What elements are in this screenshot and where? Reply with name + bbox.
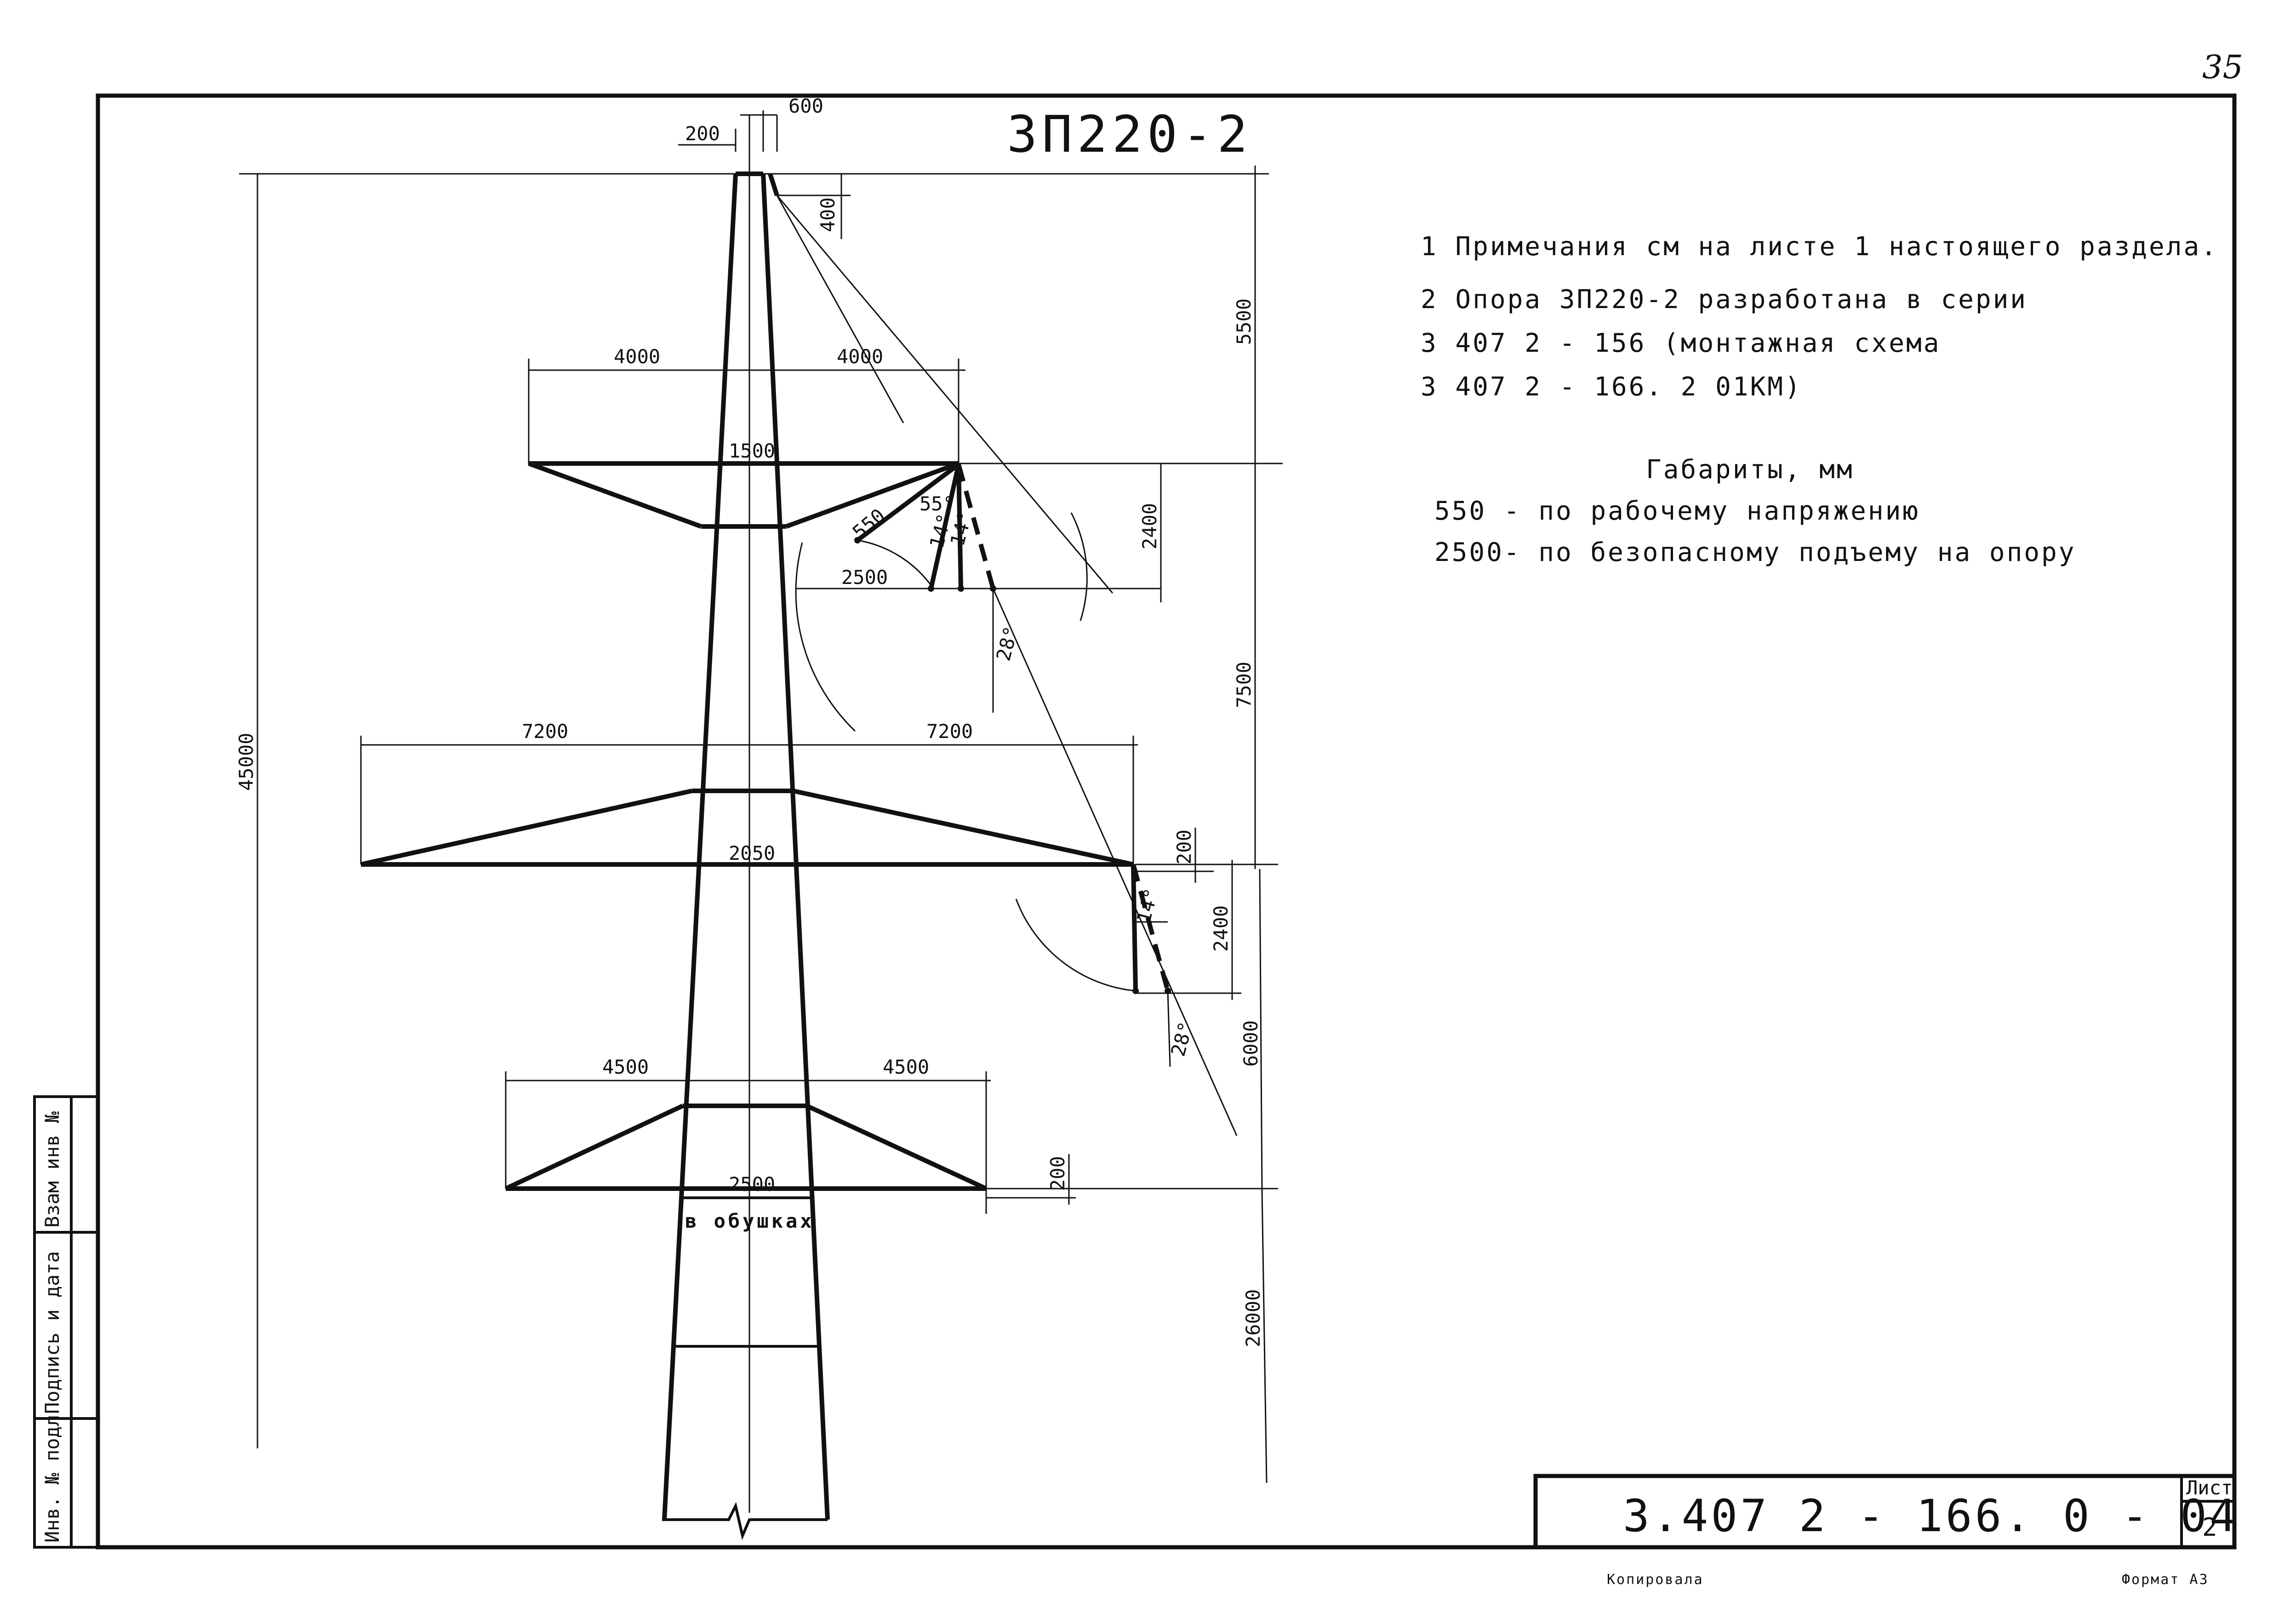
upper-clearance-diagram [795, 463, 1238, 1136]
note-4: 3 407 2 - 166. 2 01КМ) [1421, 372, 1802, 402]
dim-top-span: 5500 [1233, 298, 1255, 345]
base-label: в обушках [685, 1210, 815, 1232]
dim-base-height: 26000 [1242, 1289, 1264, 1347]
title-block-sheet-number: 2 [2202, 1513, 2217, 1542]
note-1: 1 Примечания см на листе 1 настоящего ра… [1421, 232, 2218, 262]
dim-low-arm-right: 4500 [883, 1056, 929, 1078]
title-block: 3.407 2 - 166. 0 - 04 Лист 2 [1533, 1474, 2239, 1550]
clearances-heading: Габариты, мм [1646, 455, 1854, 485]
side-stamp-podpis: Подпись и дата [41, 1251, 63, 1414]
dim-mid-width: 2050 [729, 842, 775, 864]
drawing-frame [96, 93, 2237, 1550]
dim-upper-width: 1500 [729, 440, 775, 462]
footer-format: Формат А3 [2122, 1572, 2209, 1588]
dim-mid-arm-left: 7200 [522, 720, 568, 743]
side-stamp: Взам инв № Подпись и дата Инв. № подл [33, 1095, 99, 1549]
dim-low-offset: 200 [1046, 1156, 1069, 1191]
side-stamp-vzam: Взам инв № [41, 1111, 63, 1228]
drawing-title: ЗП220-2 [1007, 105, 1252, 164]
tower [360, 115, 1137, 1540]
dim-top-left: 200 [685, 122, 720, 145]
dim-total-height: 45000 [235, 733, 257, 791]
note-2: 2 Опора ЗП220-2 разработана в серии [1421, 285, 2028, 315]
dim-upper-arm-left: 4000 [614, 345, 660, 368]
dim-upper-arm-right: 4000 [837, 345, 883, 368]
angle-28b: 28° [1166, 1019, 1197, 1059]
angle-55: 55° [920, 492, 954, 515]
page-number: 35 [2202, 48, 2243, 86]
dim-low-arm-left: 4500 [602, 1056, 649, 1078]
title-block-sheet-label: Лист [2186, 1476, 2233, 1499]
angle-14c: 14° [1132, 886, 1163, 926]
footer-copied: Копировала [1607, 1572, 1704, 1588]
angle-28a: 28° [992, 624, 1022, 664]
notes-block: 1 Примечания см на листе 1 настоящего ра… [1421, 232, 2218, 402]
dim-low-width: 2500 [729, 1173, 775, 1195]
clearances-block: Габариты, мм 550 - по рабочему напряжени… [1434, 455, 2076, 567]
dim-upper-horizontal: 2500 [841, 566, 888, 589]
title-block-code: 3.407 2 - 166. 0 - 04 [1623, 1490, 2239, 1542]
dim-mid-drop: 2400 [1210, 905, 1232, 952]
dim-upper-clearance: 550 [848, 504, 890, 543]
dim-top-right: 600 [788, 95, 823, 117]
clearance-item-2: 2500- по безопасному подъему на опору [1434, 538, 2076, 567]
dim-mid-span: 7500 [1233, 662, 1255, 708]
dim-upper-drop: 2400 [1138, 503, 1161, 549]
dim-mid-offset: 200 [1173, 829, 1195, 864]
dim-low-span: 6000 [1239, 1020, 1262, 1067]
dimension-lines [239, 110, 1283, 1483]
side-stamp-inv: Инв. № подл [41, 1415, 63, 1543]
clearance-item-1: 550 - по рабочему напряжению [1434, 496, 1920, 526]
note-3: 3 407 2 - 156 (монтажная схема [1421, 328, 1941, 358]
dim-mid-arm-right: 7200 [926, 720, 973, 743]
dim-peak-drop: 400 [817, 197, 839, 232]
